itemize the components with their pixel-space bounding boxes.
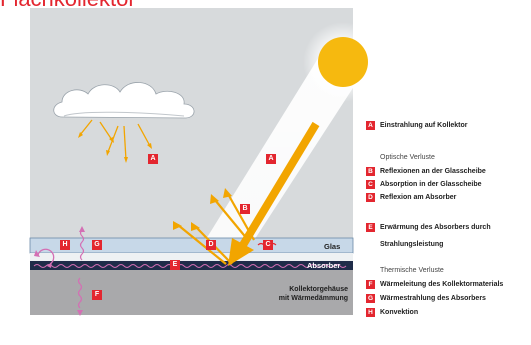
absorber-layer: [30, 261, 353, 270]
legend-text-h: Konvektion: [380, 309, 419, 316]
legend-text-d: Reflexion am Absorber: [380, 194, 457, 201]
housing-label: Kollektorgehäuse mit Wärmedämmung: [279, 285, 348, 303]
badge-c: C: [263, 240, 273, 250]
conduction-wave-f: [77, 277, 83, 309]
glass-layer: [29, 237, 354, 254]
legend-text-b: Reflexionen an der Glasscheibe: [380, 168, 486, 175]
reflection-arrows-b: [214, 193, 255, 241]
cloud-shade: [63, 111, 185, 117]
legend-text-a: Einstrahlung auf Kollektor: [380, 122, 468, 129]
badge-b: B: [240, 204, 250, 214]
badge-d: D: [206, 240, 216, 250]
legend-badge-b: B: [366, 167, 375, 176]
page-title: Flachkollektor: [0, 0, 136, 11]
legend-text-f: Wärmeleitung des Kollektormaterials: [380, 281, 504, 288]
sun-icon: [318, 37, 368, 87]
legend-badge-e: E: [366, 223, 375, 232]
housing-label-line1: Kollektorgehäuse: [289, 286, 348, 293]
radiation-wave-g: [79, 229, 85, 261]
legend-badge-d: D: [366, 193, 375, 202]
housing-layer: [30, 270, 353, 315]
absorber-heat-wave: [33, 264, 347, 268]
legend-badge-a: A: [366, 121, 375, 130]
legend-text-g: Wärmestrahlung des Absorbers: [380, 295, 486, 302]
legend-badge-g: G: [366, 294, 375, 303]
legend-text-e-line1: Erwärmung des Absorbers durch: [380, 224, 491, 231]
housing-label-line2: mit Wärmedämmung: [278, 295, 348, 302]
cloud-rays: [78, 119, 152, 163]
badge-a-cloud: A: [148, 154, 158, 164]
legend-badge-c: C: [366, 180, 375, 189]
legend-heading-optical: Optische Verluste: [380, 154, 435, 161]
badge-h: H: [60, 240, 70, 250]
legend-heading-thermal: Thermische Verluste: [380, 267, 444, 274]
badge-g: G: [92, 240, 102, 250]
badge-e: E: [170, 260, 180, 270]
badge-f: F: [92, 290, 102, 300]
light-beam: [190, 52, 362, 265]
badge-a-beam: A: [266, 154, 276, 164]
legend-badge-f: F: [366, 280, 375, 289]
cloud-icon: [53, 82, 195, 119]
glass-label: Glas: [324, 242, 341, 251]
absorber-label: Absorber: [307, 261, 341, 270]
incoming-radiation-arrow: [228, 121, 320, 266]
legend-badge-h: H: [366, 308, 375, 317]
legend-text-e-line2: Strahlungsleistung: [380, 241, 444, 248]
legend-text-c: Absorption in der Glasscheibe: [380, 181, 482, 188]
convection-icon: [34, 248, 55, 268]
